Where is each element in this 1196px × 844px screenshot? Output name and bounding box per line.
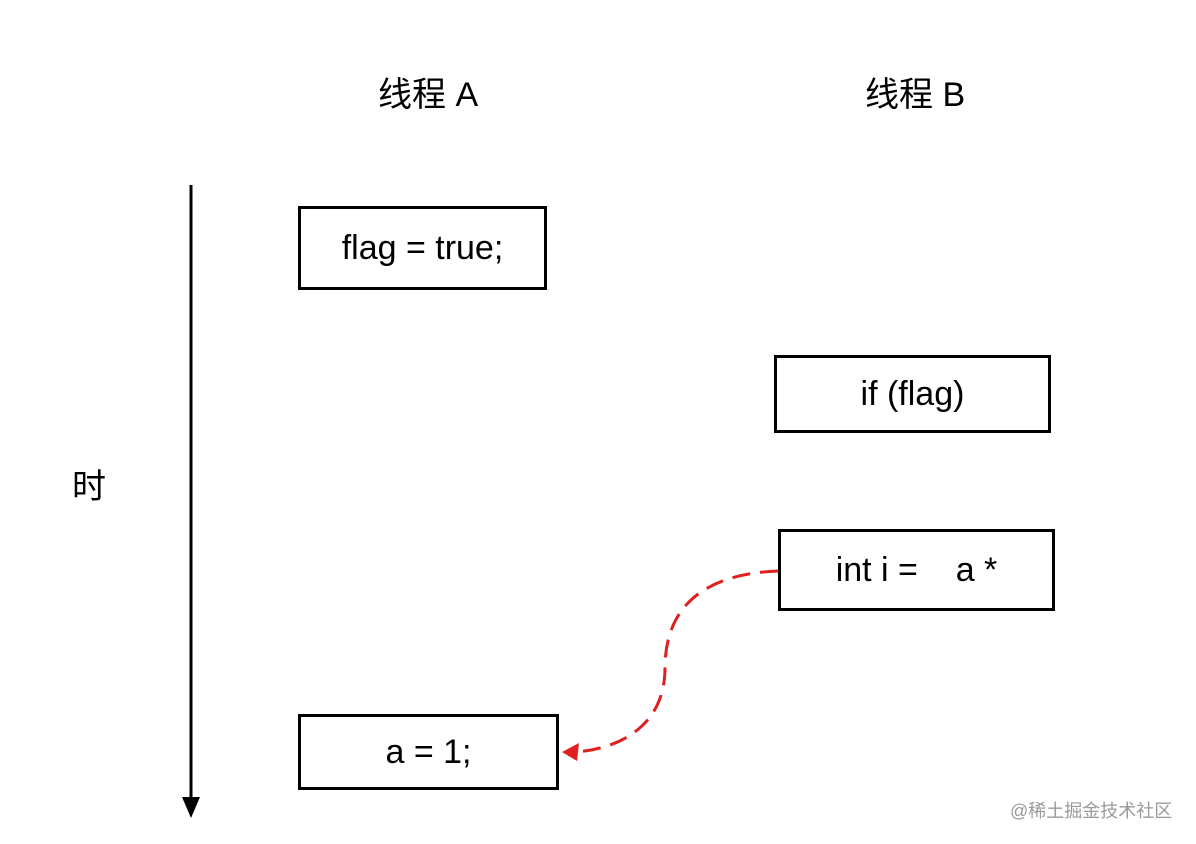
box-a-eq-1-text: a = 1; xyxy=(385,733,472,771)
thread-b-label: 线程 B xyxy=(865,76,966,114)
box-if-flag-text: if (flag) xyxy=(860,375,965,413)
reorder-arrowhead xyxy=(562,743,579,761)
thread-a-label: 线程 A xyxy=(378,76,479,114)
watermark-text: @稀土掘金技术社区 xyxy=(1010,801,1173,821)
box-int-i-text: int i = a * xyxy=(835,551,998,589)
box-if-flag: if (flag) xyxy=(774,355,1051,433)
time-axis-label: 时 xyxy=(72,468,106,506)
reorder-dashed-arrow xyxy=(575,569,779,754)
box-flag-true: flag = true; xyxy=(298,206,547,290)
box-flag-true-text: flag = true; xyxy=(341,229,504,267)
time-axis-arrowhead xyxy=(182,797,200,818)
box-int-i: int i = a * xyxy=(778,529,1055,611)
box-a-eq-1: a = 1; xyxy=(298,714,559,790)
